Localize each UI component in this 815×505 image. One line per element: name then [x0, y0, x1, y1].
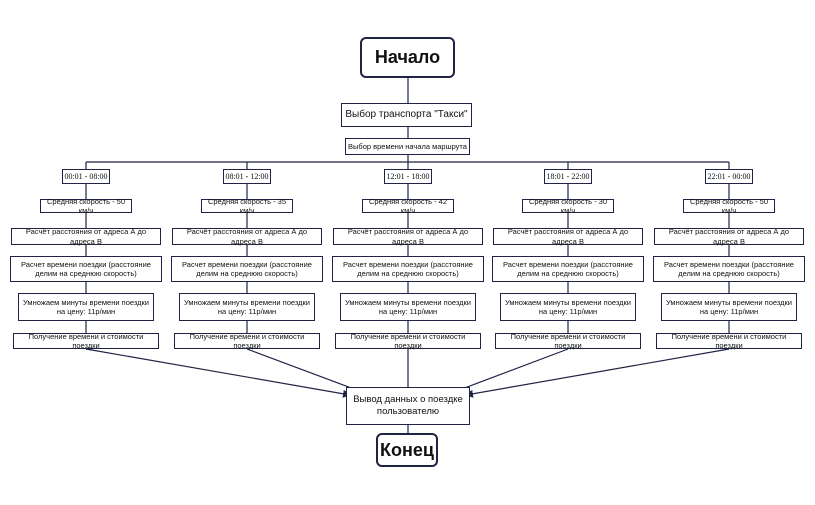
output-node: Вывод данных о поездке пользователю: [346, 387, 470, 425]
time-range-node: 08:01 - 12:00: [223, 169, 271, 184]
speed-node: Средняя скорость - 50 км/ч: [683, 197, 775, 215]
speed-node: Средняя скорость - 50 км/ч: [40, 197, 132, 215]
transport-select-node: Выбор транспорта "Такси": [341, 103, 472, 127]
converge-arrow: [85, 348, 351, 398]
speed-node: Средняя скорость - 30 км/ч: [522, 197, 614, 215]
speed-node: Средняя скорость - 35 км/ч: [201, 197, 293, 215]
price-node: Умножаем минуты времени поездки на цену:…: [18, 293, 154, 321]
speed-node: Средняя скорость - 42 км/ч: [362, 197, 454, 215]
start-node: Начало: [360, 37, 455, 78]
duration-node: Расчет времени поездки (расстояние делим…: [332, 256, 484, 282]
time-range-node: 00:01 - 08:00: [62, 169, 110, 184]
price-node: Умножаем минуты времени поездки на цену:…: [661, 293, 797, 321]
converge-arrow: [465, 348, 730, 398]
result-node: Получение времени и стоимости поездки: [495, 332, 641, 350]
result-node: Получение времени и стоимости поездки: [656, 332, 802, 350]
duration-node: Расчет времени поездки (расстояние делим…: [10, 256, 162, 282]
result-node: Получение времени и стоимости поездки: [13, 332, 159, 350]
distance-node: Расчёт расстояния от адреса А до адреса …: [172, 227, 322, 246]
distance-node: Расчёт расстояния от адреса А до адреса …: [11, 227, 161, 246]
duration-node: Расчет времени поездки (расстояние делим…: [653, 256, 805, 282]
time-range-node: 22:01 - 00:00: [705, 169, 753, 184]
price-node: Умножаем минуты времени поездки на цену:…: [179, 293, 315, 321]
result-node: Получение времени и стоимости поездки: [174, 332, 320, 350]
distance-node: Расчёт расстояния от адреса А до адреса …: [333, 227, 483, 246]
price-node: Умножаем минуты времени поездки на цену:…: [500, 293, 636, 321]
duration-node: Расчет времени поездки (расстояние делим…: [492, 256, 644, 282]
distance-node: Расчёт расстояния от адреса А до адреса …: [654, 227, 804, 246]
distance-node: Расчёт расстояния от адреса А до адреса …: [493, 227, 643, 246]
end-node: Конец: [376, 433, 438, 467]
time-select-node: Выбор времени начала маршрута: [345, 138, 470, 155]
time-range-node: 12:01 - 18:00: [384, 169, 432, 184]
result-node: Получение времени и стоимости поездки: [335, 332, 481, 350]
duration-node: Расчет времени поездки (расстояние делим…: [171, 256, 323, 282]
time-range-node: 18:01 - 22:00: [544, 169, 592, 184]
price-node: Умножаем минуты времени поездки на цену:…: [340, 293, 476, 321]
